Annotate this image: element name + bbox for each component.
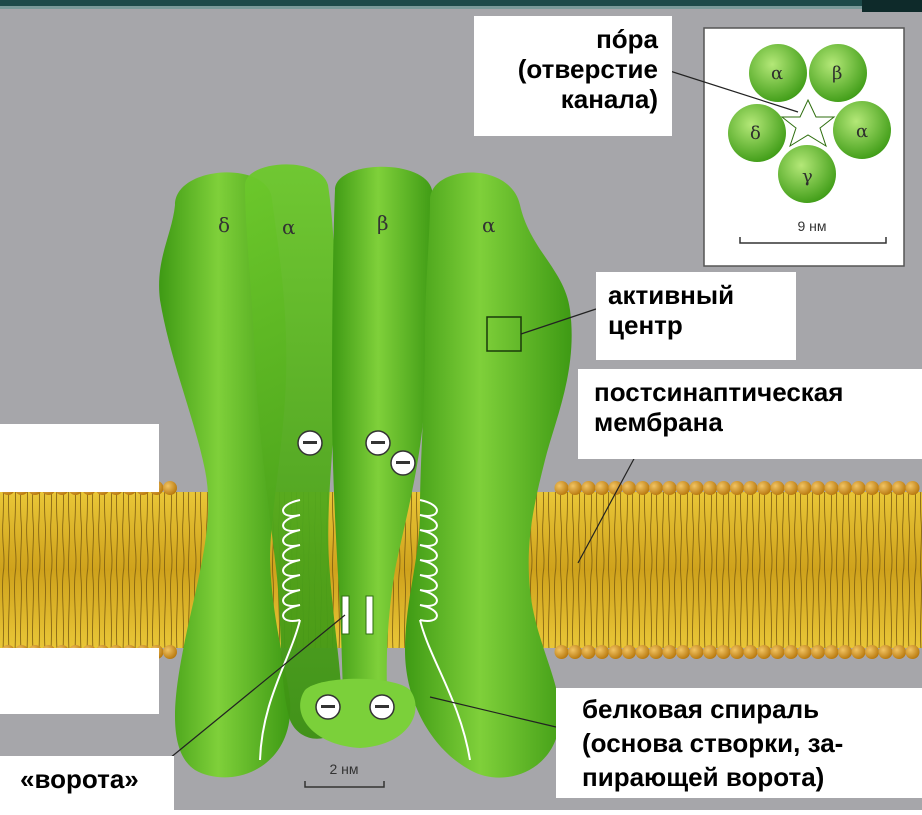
lipid-head bbox=[690, 481, 704, 495]
negative-charge bbox=[391, 451, 415, 475]
active-center-label-line: центр bbox=[608, 310, 796, 340]
lipid-head bbox=[663, 481, 677, 495]
active-center-label: активный центр bbox=[596, 272, 796, 360]
membrane-label-line: мембрана bbox=[594, 407, 922, 437]
gate-label-text: «ворота» bbox=[20, 764, 174, 794]
membrane-label-line: постсинаптическая bbox=[594, 377, 922, 407]
lipid-head bbox=[582, 645, 596, 659]
receptor-channel: δ α β α bbox=[159, 164, 572, 777]
inset-label: β bbox=[832, 63, 842, 84]
lipid-head bbox=[906, 481, 920, 495]
lipid-head bbox=[798, 645, 812, 659]
gate-bar-right bbox=[366, 596, 373, 634]
lipid-head bbox=[703, 481, 717, 495]
top-bar-edge bbox=[0, 6, 922, 9]
pore-label-line: (отверстие bbox=[474, 54, 658, 84]
pore-inset: α β α γ δ 9 нм bbox=[704, 28, 904, 266]
lipid-head bbox=[825, 481, 839, 495]
lipid-head bbox=[730, 645, 744, 659]
lipid-head bbox=[622, 481, 636, 495]
lipid-head bbox=[879, 645, 893, 659]
lipid-head bbox=[892, 645, 906, 659]
lipid-head bbox=[163, 645, 177, 659]
lipid-head bbox=[649, 645, 663, 659]
lipid-head bbox=[676, 645, 690, 659]
lipid-head bbox=[163, 481, 177, 495]
lipid-head bbox=[798, 481, 812, 495]
gate-bar-left bbox=[342, 596, 349, 634]
main-scale-label: 2 нм bbox=[329, 761, 358, 777]
blank-box-left-top bbox=[0, 424, 159, 492]
inset-label: α bbox=[856, 121, 868, 142]
helix-label-line: белковая спираль bbox=[582, 692, 922, 726]
lipid-head bbox=[852, 645, 866, 659]
lipid-head bbox=[609, 645, 623, 659]
lipid-head bbox=[676, 481, 690, 495]
lipid-head bbox=[582, 481, 596, 495]
lipid-head bbox=[595, 481, 609, 495]
lipid-head bbox=[568, 481, 582, 495]
subunit-label: β bbox=[377, 211, 389, 235]
lipid-head bbox=[636, 645, 650, 659]
lipid-head bbox=[690, 645, 704, 659]
pore-label: пóра (отверстие канала) bbox=[474, 16, 672, 136]
membrane-label: постсинаптическая мембрана bbox=[578, 369, 922, 459]
lipid-head bbox=[771, 481, 785, 495]
inset-label: γ bbox=[802, 166, 813, 187]
negative-charge bbox=[366, 431, 390, 455]
lipid-head bbox=[865, 645, 879, 659]
lipid-head bbox=[636, 481, 650, 495]
negative-charge bbox=[316, 695, 340, 719]
lipid-head bbox=[892, 481, 906, 495]
top-bar bbox=[0, 0, 922, 6]
subunit-label: δ bbox=[218, 213, 230, 237]
lipid-head bbox=[663, 645, 677, 659]
lipid-head bbox=[555, 645, 569, 659]
lipid-head bbox=[838, 645, 852, 659]
lipid-head bbox=[649, 481, 663, 495]
lipid-head bbox=[852, 481, 866, 495]
negative-charge bbox=[298, 431, 322, 455]
lipid-head bbox=[622, 645, 636, 659]
lipid-head bbox=[784, 645, 798, 659]
lipid-head bbox=[838, 481, 852, 495]
lipid-head bbox=[757, 481, 771, 495]
lipid-head bbox=[811, 645, 825, 659]
lipid-head bbox=[757, 645, 771, 659]
blank-box-left-bottom bbox=[0, 648, 159, 714]
active-center-label-line: активный bbox=[608, 280, 796, 310]
lipid-head bbox=[784, 481, 798, 495]
lipid-head bbox=[865, 481, 879, 495]
pore-label-line: пóра bbox=[474, 24, 658, 54]
lipid-head bbox=[717, 645, 731, 659]
lipid-head bbox=[744, 481, 758, 495]
helix-label: белковая спираль (основа створки, за- пи… bbox=[556, 688, 922, 798]
top-bar-corner bbox=[862, 0, 922, 12]
lipid-head bbox=[703, 645, 717, 659]
lipid-head bbox=[906, 645, 920, 659]
lipid-head bbox=[771, 645, 785, 659]
pore-label-line: канала) bbox=[474, 84, 658, 114]
gate-label: «ворота» bbox=[0, 756, 174, 810]
inset-label: α bbox=[771, 63, 783, 84]
lipid-head bbox=[730, 481, 744, 495]
helix-label-line: пирающей ворота) bbox=[582, 760, 922, 794]
lipid-head bbox=[879, 481, 893, 495]
lipid-head bbox=[825, 645, 839, 659]
inset-label: δ bbox=[750, 123, 761, 144]
subunit-label: α bbox=[282, 215, 296, 239]
lipid-head bbox=[555, 481, 569, 495]
lipid-head bbox=[595, 645, 609, 659]
negative-charge bbox=[370, 695, 394, 719]
helix-label-line: (основа створки, за- bbox=[582, 726, 922, 760]
subunit-label: α bbox=[482, 213, 496, 237]
lipid-head bbox=[811, 481, 825, 495]
lipid-head bbox=[744, 645, 758, 659]
lipid-head bbox=[568, 645, 582, 659]
lipid-head bbox=[717, 481, 731, 495]
inset-scale-label: 9 нм bbox=[797, 218, 826, 234]
